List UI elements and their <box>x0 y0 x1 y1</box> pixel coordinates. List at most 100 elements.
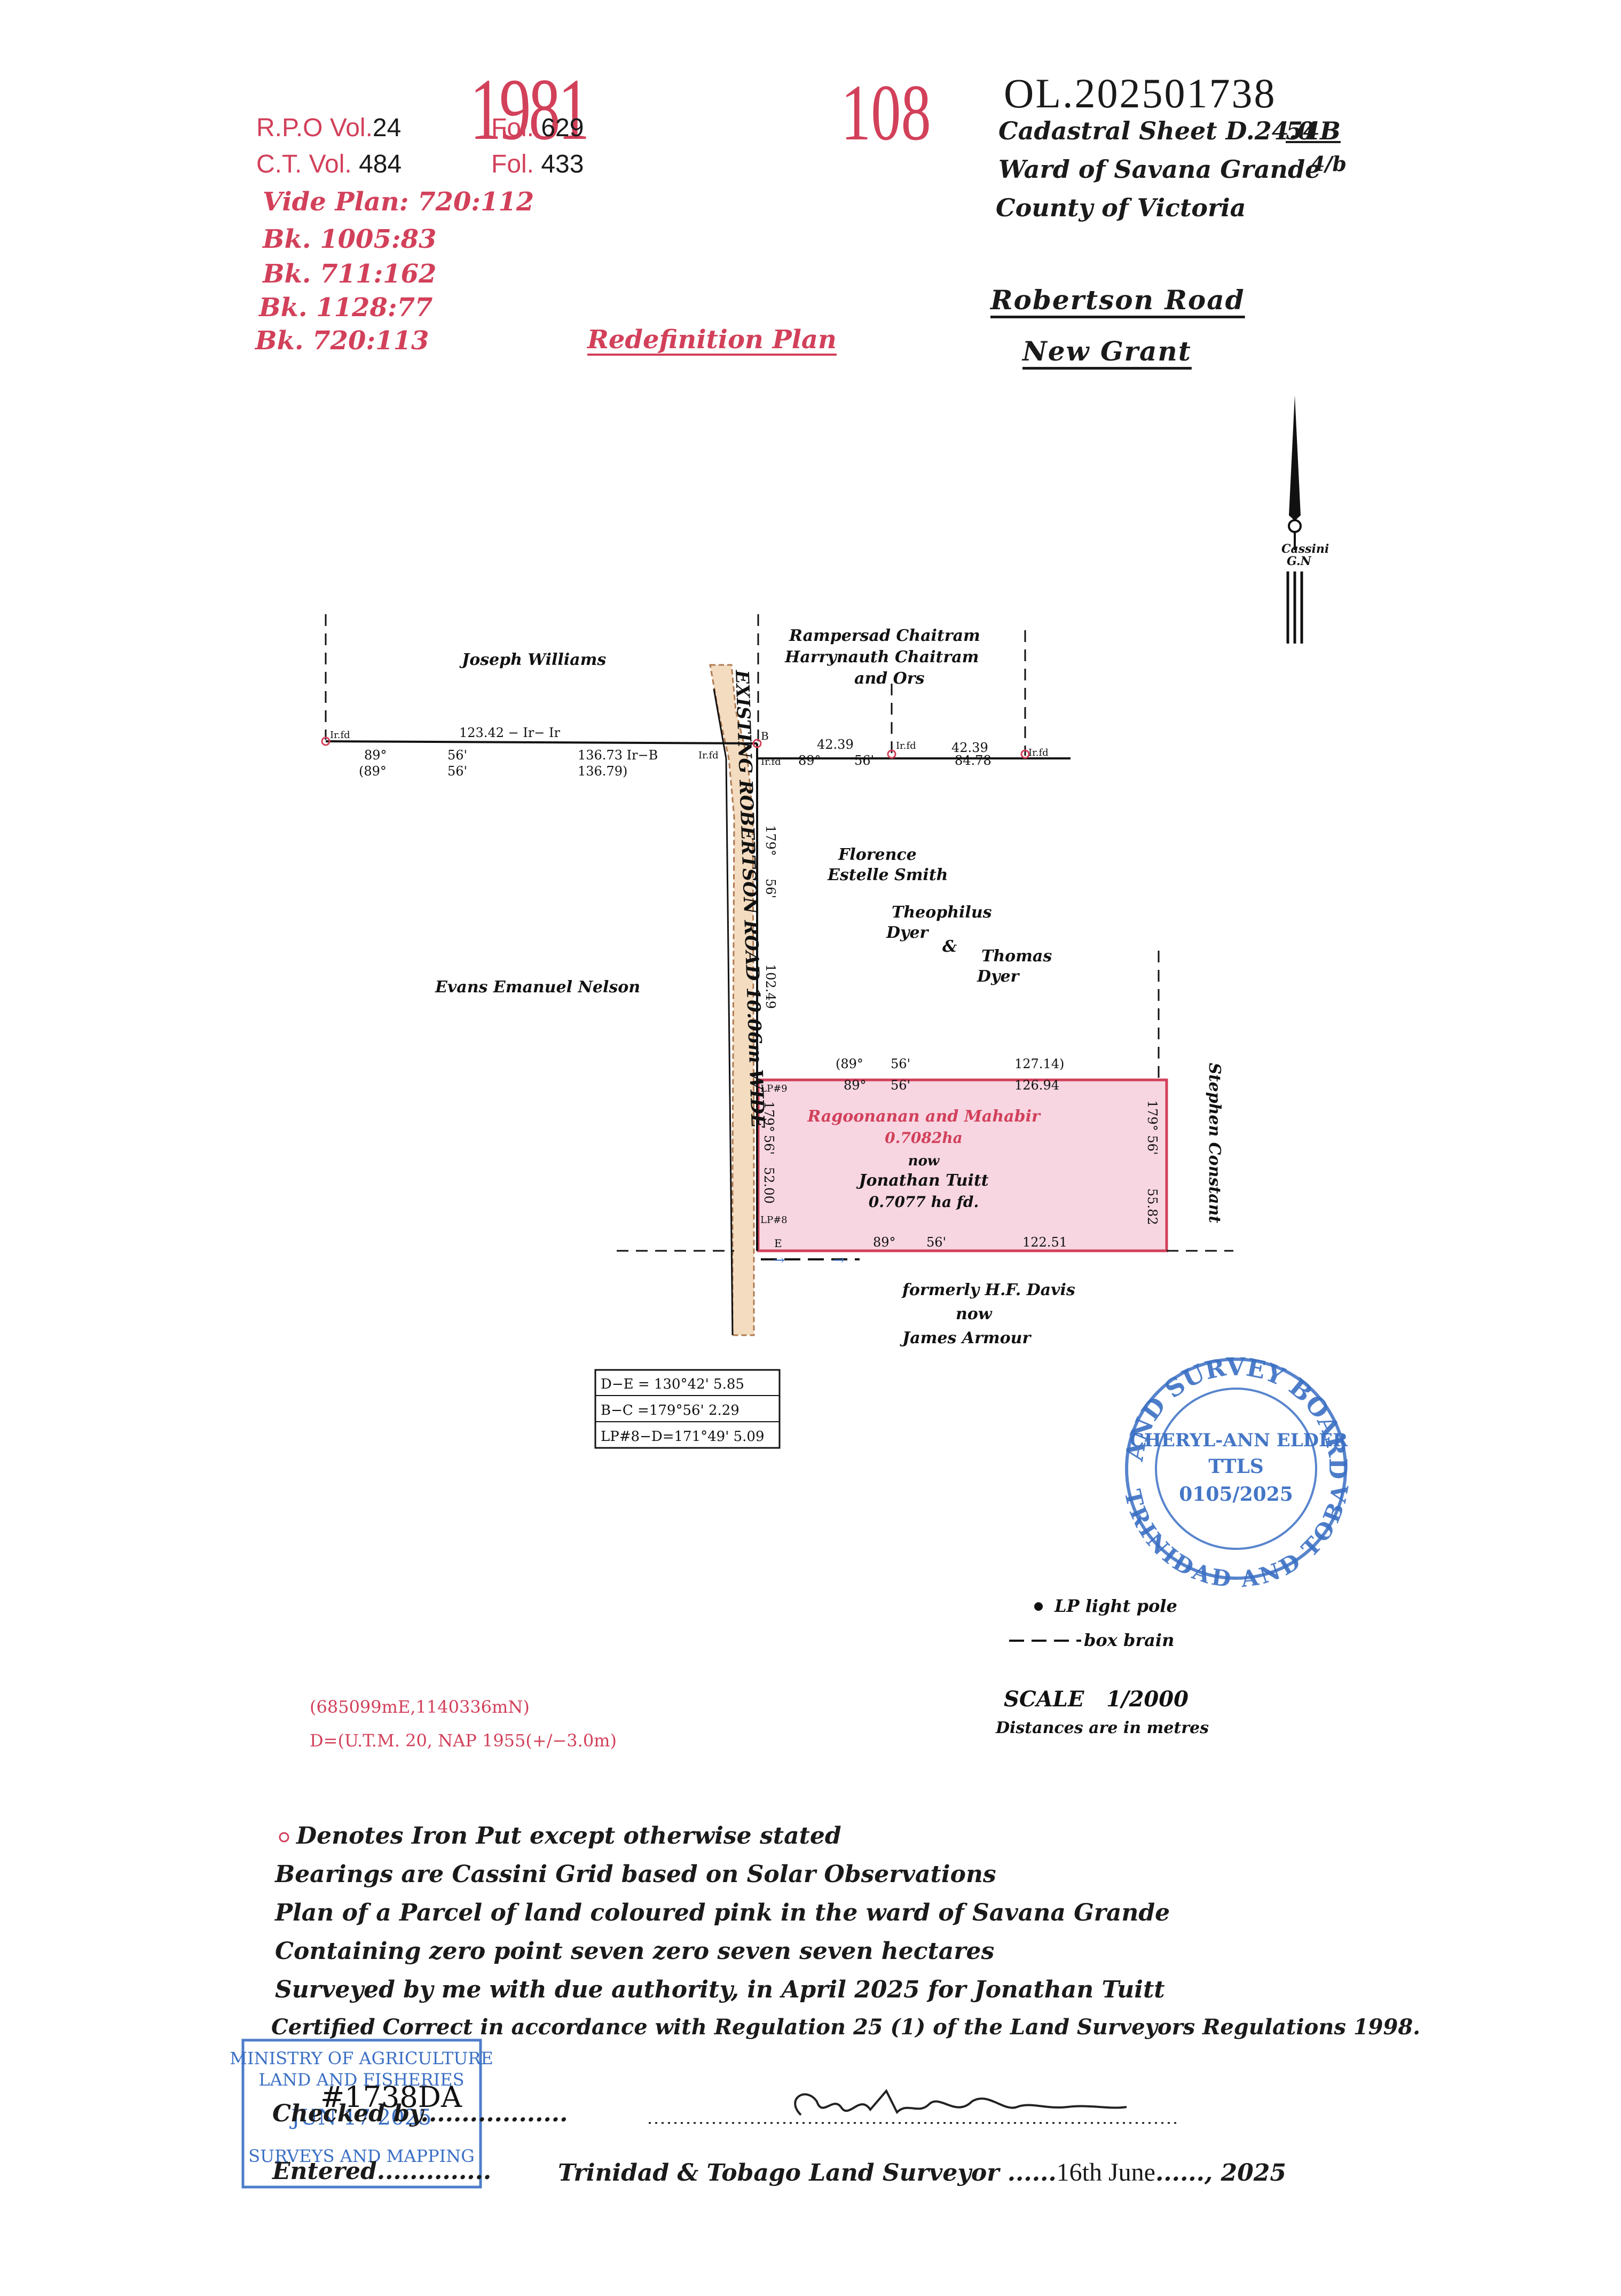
svg-text:LAND SURVEY BOARD: LAND SURVEY BOARD <box>0 0 1352 1479</box>
top-right-bearing-min: 56' <box>854 753 874 768</box>
ministry-handwritten: #1738DA <box>320 2080 462 2114</box>
entered: Entered.............. <box>272 2158 492 2185</box>
owner-florence-line1: Florence <box>838 845 917 864</box>
checked-by: Checked by.................. <box>272 2100 568 2127</box>
cadastral-sheet: Cadastral Sheet D.24.0 <box>998 116 1315 145</box>
rpo-folio: Fol. 629 <box>491 114 584 142</box>
north-label-line1: Cassini <box>1281 542 1329 556</box>
ir-fd-label-3: Ir.fd <box>761 756 781 767</box>
book-ref-3: Bk. 1128:77 <box>259 293 433 323</box>
stamp-number: 0105/2025 <box>1179 1483 1293 1506</box>
lp9-label: LP#9 <box>760 1083 788 1094</box>
parcel-pink <box>757 1078 1168 1252</box>
owner-davis-line3: James Armour <box>900 1329 1032 1347</box>
owner-davis-line1: formerly H.F. Davis <box>901 1281 1075 1299</box>
owner-ampersand: & <box>942 937 957 956</box>
bearing-table <box>594 1369 781 1449</box>
stamp-title: TTLS <box>1208 1455 1264 1478</box>
note-certified: Certified Correct in accordance with Reg… <box>271 2015 1421 2040</box>
top-right-distance-2: 42.39 <box>951 740 988 755</box>
owner-florence-line2: Estelle Smith <box>827 866 948 884</box>
stamp-name: CHERYL-ANN ELDER <box>1130 1430 1348 1451</box>
road-name: Robertson Road <box>990 284 1245 316</box>
surveyor-title: Trinidad & Tobago Land Surveyor ......16… <box>558 2158 1286 2187</box>
owner-stephen-constant: Stephen Constant <box>1205 1063 1224 1223</box>
svg-text:→: → <box>773 1252 785 1268</box>
ct-folio: Fol. 433 <box>491 150 584 178</box>
stamp-top-text: LAND SURVEY BOARD <box>0 0 1352 1479</box>
land-survey-board-stamp <box>1125 1358 1347 1580</box>
ir-fd-label-1: Ir.fd <box>330 730 350 741</box>
west-distance: 102.49 <box>763 964 778 1009</box>
parcel-new-owner: Jonathan Tuitt <box>856 1171 988 1190</box>
rpo-volume: R.P.O Vol.24 <box>256 114 402 142</box>
cadastral-sub: 4/b <box>1311 152 1347 176</box>
iron-put-legend-icon <box>279 1832 289 1843</box>
lp8-label: LP#8 <box>760 1214 788 1226</box>
south-distance: 122.51 <box>1022 1235 1067 1250</box>
ir-fd-label-4: Ir.fd <box>896 740 916 751</box>
top-left-bearing-min: 56' <box>447 748 467 763</box>
county: County of Victoria <box>996 193 1246 222</box>
point-e: E <box>774 1237 782 1250</box>
cadastral-code: 54B <box>1286 116 1341 145</box>
legend-scale: SCALE 1/2000 <box>1004 1687 1189 1712</box>
owner-theophilus-line1: Theophilus <box>892 903 992 922</box>
book-ref-1: Bk. 1005:83 <box>263 224 437 254</box>
dashed-boundaries <box>325 614 1233 1252</box>
legend-drain: box brain <box>1084 1630 1174 1650</box>
west-bearing-min: 56' <box>763 879 778 898</box>
lp-bullet-icon <box>1034 1602 1043 1611</box>
legend-distances: Distances are in metres <box>995 1719 1209 1737</box>
note-parcel: Plan of a Parcel of land coloured pink i… <box>275 1899 1170 1926</box>
ir-fd-label-2: Ir.fd <box>698 750 719 761</box>
plan-type: Redefinition Plan <box>587 325 837 355</box>
parcel-west-bearing-deg: 179° <box>761 1101 776 1132</box>
note-iron-put: Denotes Iron Put except otherwise stated <box>296 1822 841 1850</box>
south-bearing-min: 56' <box>926 1235 946 1250</box>
owner-theophilus-line2: Dyer <box>886 923 930 942</box>
ministry-line-1: MINISTRY OF AGRICULTURE <box>230 2048 493 2068</box>
boundary-lines <box>325 740 1071 1251</box>
point-b: B <box>761 730 769 742</box>
owner-rampersad-line3: and Ors <box>854 669 925 688</box>
ministry-line-2: LAND AND FISHERIES <box>258 2070 464 2090</box>
parcel-old-area: 0.7082ha <box>885 1129 963 1147</box>
bearing-table-row-1: D−E = 130°42' 5.85 <box>601 1376 744 1392</box>
top-left-distance-2: 136.73 Ir−B <box>578 748 658 763</box>
parcel-now: now <box>908 1153 940 1169</box>
ir-fd-label-5: Ir.fd <box>1028 747 1049 758</box>
top-right-distance-3: 84.78 <box>955 753 992 768</box>
owner-evans-nelson: Evans Emanuel Nelson <box>435 978 640 997</box>
book-ref-2: Bk. 711:162 <box>263 259 437 289</box>
handwritten-file-number: 1981 <box>470 60 590 158</box>
iron-put-markers <box>321 736 1030 759</box>
stamp-bottom-text: OF TRINIDAD AND TOBAGO <box>0 0 1354 1593</box>
ward: Ward of Savana Grande <box>998 155 1321 184</box>
south-bearing-deg: 89° <box>873 1235 896 1250</box>
note-containing: Containing zero point seven zero seven s… <box>275 1938 995 1965</box>
top-left-bearing-deg: 89° <box>364 748 387 763</box>
north-bearing-deg: 89° <box>844 1078 867 1093</box>
owner-rampersad-line2: Harrynauth Chaitram <box>784 648 979 667</box>
parcel-west-bearing-min: 56' <box>761 1135 776 1155</box>
surveyor-signature-icon <box>794 2089 1127 2116</box>
north-bearing-min-old: 56' <box>891 1056 910 1071</box>
parcel-east-distance: 55.82 <box>1145 1188 1160 1225</box>
top-right-bearing-deg: 89° <box>798 753 821 768</box>
north-arrow-icon <box>1286 395 1303 644</box>
vide-plan: Vide Plan: 720:112 <box>263 187 534 217</box>
book-ref-4: Bk. 720:113 <box>255 326 429 356</box>
handwritten-reference: OL.202501738 <box>1004 70 1277 116</box>
grant: New Grant <box>1022 335 1192 367</box>
coordinate-line-1: (685099mE,1140336mN) <box>310 1697 530 1717</box>
coordinate-line-2: D=(U.T.M. 20, NAP 1955(+/−3.0m) <box>310 1730 617 1751</box>
north-distance: 126.94 <box>1014 1078 1059 1093</box>
north-label-line2: G.N <box>1287 554 1312 568</box>
ct-volume: C.T. Vol. 484 <box>256 150 402 178</box>
owner-thomas-line2: Dyer <box>977 967 1020 986</box>
ministry-stamp <box>241 2039 482 2189</box>
handwritten-page-number: 108 <box>841 68 931 157</box>
svg-text:OF TRINIDAD AND TOBAGO: OF TRINIDAD AND TOBAGO <box>0 0 1354 1593</box>
